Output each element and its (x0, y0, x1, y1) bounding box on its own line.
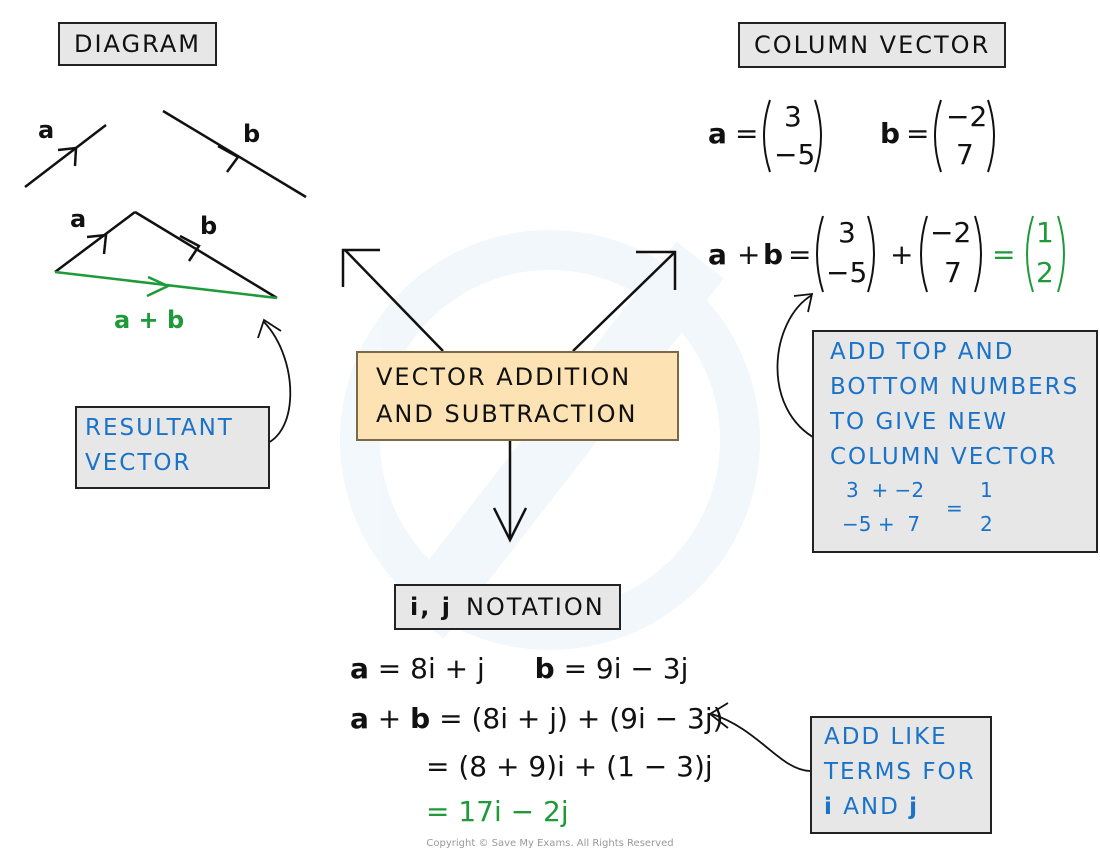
ij-line1-b: b (534, 652, 555, 685)
ij-line1-b-rhs: = 9i − 3j (554, 652, 689, 685)
ij-line1-a-rhs: = 8i + j (368, 652, 485, 685)
column-tag-line-4: COLUMN VECTOR (830, 444, 1058, 470)
sum-plus-2: + (890, 238, 914, 271)
column-tag-pointer (776, 292, 819, 441)
ij-tag-line-2: TERMS FOR (824, 759, 976, 785)
sum-result-eq: = (992, 238, 1016, 271)
copyright-notice: Copyright © Save My Exams. All Rights Re… (426, 838, 674, 849)
column-tag: ADD TOP AND BOTTOM NUMBERS TO GIVE NEW C… (812, 330, 1098, 553)
column-brackets (763, 99, 995, 293)
resultant-tag-line-2: VECTOR (85, 450, 192, 476)
ij-line-4: = 17i − 2j (426, 795, 569, 828)
ij-tag-and: AND (833, 794, 910, 820)
ij-tag-line-3: i AND j (824, 790, 990, 825)
center-line-2: AND SUBTRACTION (376, 400, 638, 428)
vector-b-label: b (243, 120, 261, 148)
sum-eq: = (788, 238, 812, 271)
ij-tag-j: j (909, 794, 920, 820)
tag-calc-eq: = (946, 496, 963, 520)
resultant-label: a + b (114, 306, 185, 334)
ij-tag: ADD LIKE TERMS FOR i AND j (810, 716, 992, 834)
sum-result-top: 1 (1036, 216, 1054, 249)
ij-notation-ij: i, j (410, 593, 452, 621)
vector-a-label-2: a (70, 205, 87, 233)
column-a-eq: = (735, 117, 759, 150)
column-b-eq: = (906, 117, 930, 150)
resultant-vector-arrow (54, 270, 278, 300)
column-a-name: a (708, 117, 727, 150)
vector-a-label: a (38, 116, 55, 144)
sum-plus-1: + (737, 238, 761, 271)
tag-res-top: 1 (980, 478, 993, 502)
tag-calc-bottom: −5 + 7 (842, 512, 921, 536)
resultant-tag-pointer (257, 318, 292, 447)
column-b-bottom: 7 (956, 138, 974, 171)
column-a-top: 3 (784, 100, 802, 133)
result-brackets (1026, 215, 1065, 293)
sum-b: b (763, 238, 784, 271)
column-a-bottom: −5 (774, 138, 816, 171)
ij-line-3: = (8 + 9)i + (1 − 3)j (426, 750, 713, 783)
ij-line2-a: a (350, 702, 369, 735)
sum-b-bottom: 7 (944, 256, 962, 289)
column-vector-heading: COLUMN VECTOR (738, 22, 1007, 68)
ij-line2-rhs: = (8i + j) + (9i − 3j) (430, 702, 724, 735)
sum-a: a (708, 238, 727, 271)
ij-line2-plus: + (368, 702, 411, 735)
tag-res-bottom: 2 (980, 512, 993, 536)
vector-a-arrow (24, 124, 107, 188)
center-arrows (341, 248, 677, 543)
ij-line-1: a = 8i + j b = 9i − 3j (350, 652, 688, 685)
vector-b-label-2: b (200, 212, 218, 240)
column-tag-line-3: TO GIVE NEW (830, 409, 1009, 435)
vector-triangle (54, 210, 278, 300)
ij-line-2: a + b = (8i + j) + (9i − 3j) (350, 702, 724, 735)
column-b-top: −2 (946, 100, 988, 133)
sum-result-bottom: 2 (1036, 256, 1054, 289)
sum-a-top: 3 (838, 216, 856, 249)
tag-calc-top: 3 + −2 (846, 478, 925, 502)
ij-tag-i: i (824, 794, 834, 820)
column-tag-line-2: BOTTOM NUMBERS (830, 374, 1080, 400)
ij-tag-pointer (708, 702, 811, 772)
column-tag-line-1: ADD TOP AND (830, 339, 1015, 365)
resultant-tag-line-1: RESULTANT (85, 415, 234, 441)
ij-notation-word: NOTATION (465, 593, 605, 621)
vector-b-arrow (162, 109, 307, 199)
sum-a-bottom: −5 (826, 256, 868, 289)
ij-notation-heading: i, j NOTATION (394, 584, 621, 630)
ij-tag-line-1: ADD LIKE (824, 724, 948, 750)
ij-line1-a: a (350, 652, 369, 685)
resultant-tag: RESULTANT VECTOR (75, 406, 270, 489)
diagram-heading: DIAGRAM (58, 22, 217, 66)
sum-b-top: −2 (930, 216, 972, 249)
ij-line2-b: b (410, 702, 431, 735)
column-b-name: b (880, 117, 901, 150)
center-topic-box: VECTOR ADDITION AND SUBTRACTION (356, 351, 679, 441)
center-line-1: VECTOR ADDITION (376, 363, 632, 391)
